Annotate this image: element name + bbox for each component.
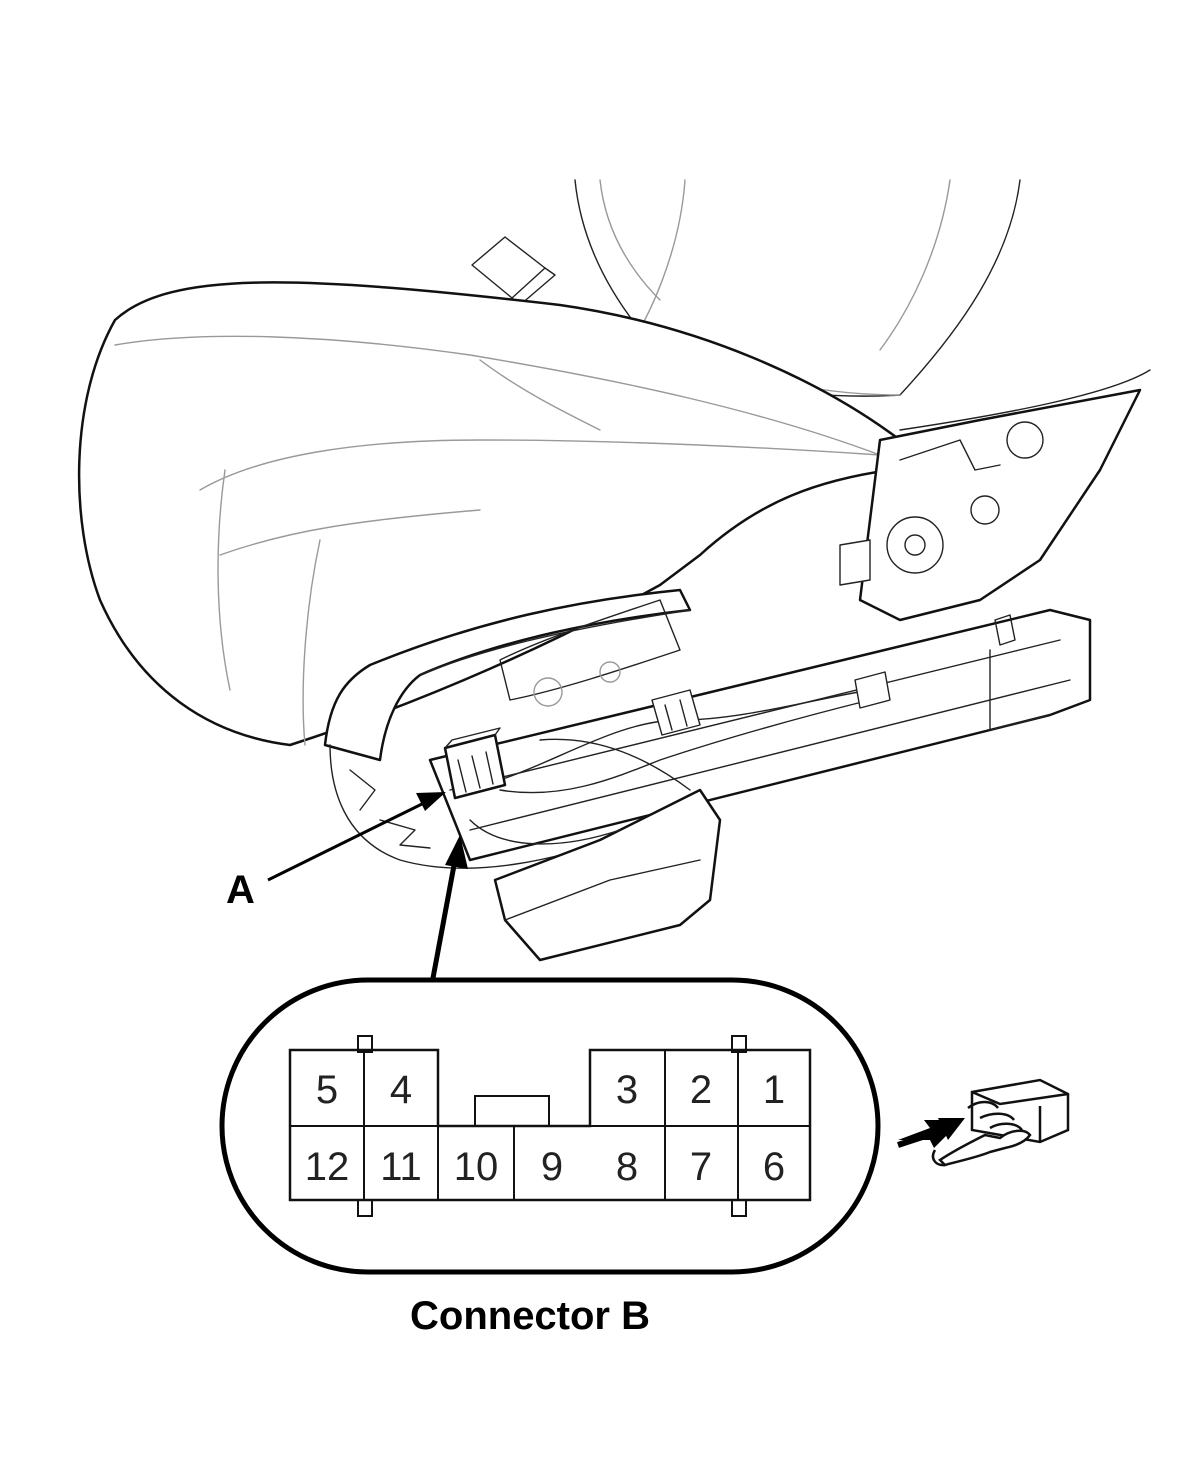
terminal-side-view-hand-icon (897, 1078, 1070, 1167)
connector-b-pin-numbers: 5 4 3 2 1 12 11 10 9 8 7 6 (305, 1068, 785, 1189)
pin-7: 7 (690, 1145, 712, 1189)
pin-10: 10 (454, 1145, 499, 1189)
pin-4: 4 (390, 1068, 412, 1112)
seat-frame (323, 388, 1142, 962)
pin-12: 12 (305, 1145, 350, 1189)
pin-5: 5 (316, 1068, 338, 1112)
pin-1: 1 (763, 1068, 785, 1112)
pin-8: 8 (616, 1145, 638, 1189)
pin-3: 3 (616, 1068, 638, 1112)
pin-2: 2 (690, 1068, 712, 1112)
connector-b-face (288, 1035, 812, 1217)
leader-arrow-connector-b (430, 835, 468, 979)
recline-lever (471, 236, 556, 306)
leader-arrow-a (267, 792, 446, 882)
seat-cushion (77, 281, 902, 747)
connector-b-caption: Connector B (410, 1294, 650, 1338)
pin-9: 9 (541, 1145, 563, 1189)
pin-6: 6 (763, 1145, 785, 1189)
part-a-label: A (226, 868, 255, 912)
seat-illustration (77, 179, 1151, 962)
pin-11: 11 (380, 1145, 422, 1189)
connector-a-part (443, 727, 507, 800)
